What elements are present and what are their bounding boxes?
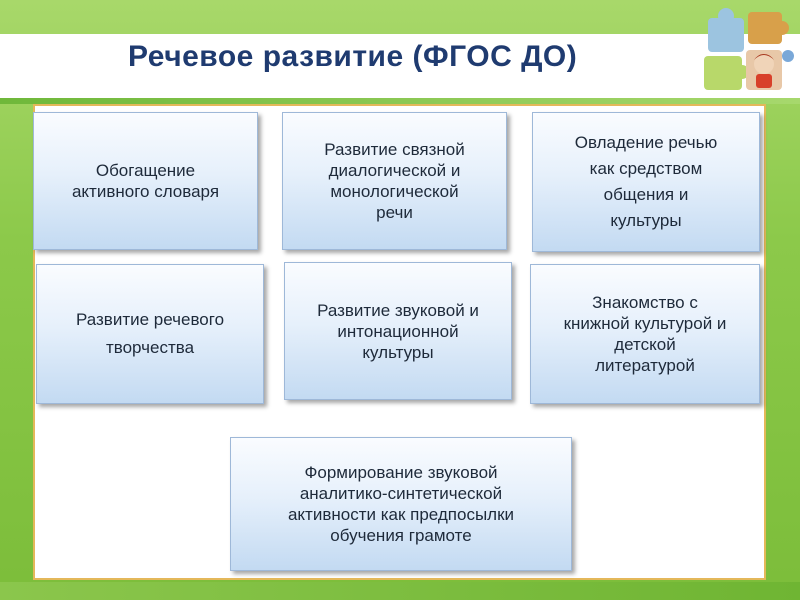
box-speech-as-communication: Овладение речью как средством общения и … (532, 112, 760, 252)
box-literacy-preparation: Формирование звуковой аналитико-синтетич… (230, 437, 572, 571)
box-book-culture-text: Знакомство с книжной культурой и детской… (563, 293, 727, 375)
box-speech-creativity: Развитие речевого творчества (36, 264, 264, 404)
box-book-culture: Знакомство с книжной культурой и детской… (530, 264, 760, 404)
header-band (0, 34, 800, 98)
box-coherent-speech-text: Развитие связной диалогической и монолог… (324, 140, 465, 222)
box-literacy-preparation-text: Формирование звуковой аналитико-синтетич… (287, 463, 515, 545)
bottom-strip (0, 582, 800, 600)
header-underline (0, 98, 800, 104)
puzzle-decoration-icon (704, 8, 794, 90)
box-active-vocabulary-text: Обогащение активного словаря (71, 161, 220, 201)
box-active-vocabulary: Обогащение активного словаря (33, 112, 258, 250)
box-coherent-speech: Развитие связной диалогической и монолог… (282, 112, 507, 250)
box-sound-culture-text: Развитие звуковой и интонационной культу… (317, 300, 479, 362)
box-sound-culture: Развитие звуковой и интонационной культу… (284, 262, 512, 400)
box-speech-as-communication-text: Овладение речью как средством общения и … (574, 133, 718, 230)
box-speech-creativity-text: Развитие речевого творчества (75, 310, 225, 357)
slide-title: Речевое развитие (ФГОС ДО) (128, 40, 578, 73)
